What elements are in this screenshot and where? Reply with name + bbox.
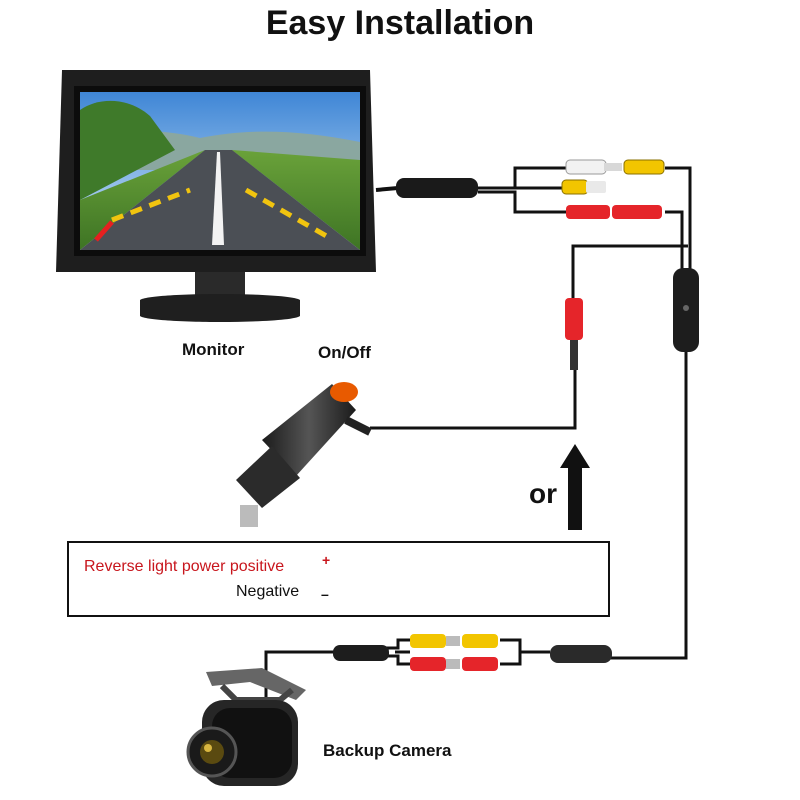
rca-connectors-camera <box>410 634 498 671</box>
reverse-light-power-box <box>67 541 610 617</box>
minus-sign: – <box>321 586 329 602</box>
on-off-label: On/Off <box>318 343 371 362</box>
or-label: or <box>529 478 557 509</box>
plus-sign: + <box>322 552 331 568</box>
page-title: Easy Installation <box>265 4 535 42</box>
power-red-connector <box>565 298 583 370</box>
camera-inline-box <box>550 645 612 663</box>
camera-wires <box>264 638 550 706</box>
monitor-wires <box>370 166 692 660</box>
negative-label: Negative <box>236 583 300 600</box>
rca-connectors-monitor <box>561 159 665 219</box>
cigarette-lighter-plug <box>236 382 372 527</box>
backup-camera-image <box>186 668 306 786</box>
camera-plug <box>333 645 389 661</box>
monitor-image <box>56 70 478 322</box>
backup-camera-label: Backup Camera <box>323 741 452 760</box>
up-arrow-icon <box>560 444 590 530</box>
monitor-label: Monitor <box>182 340 245 359</box>
positive-label: Reverse light power positive <box>84 558 285 575</box>
